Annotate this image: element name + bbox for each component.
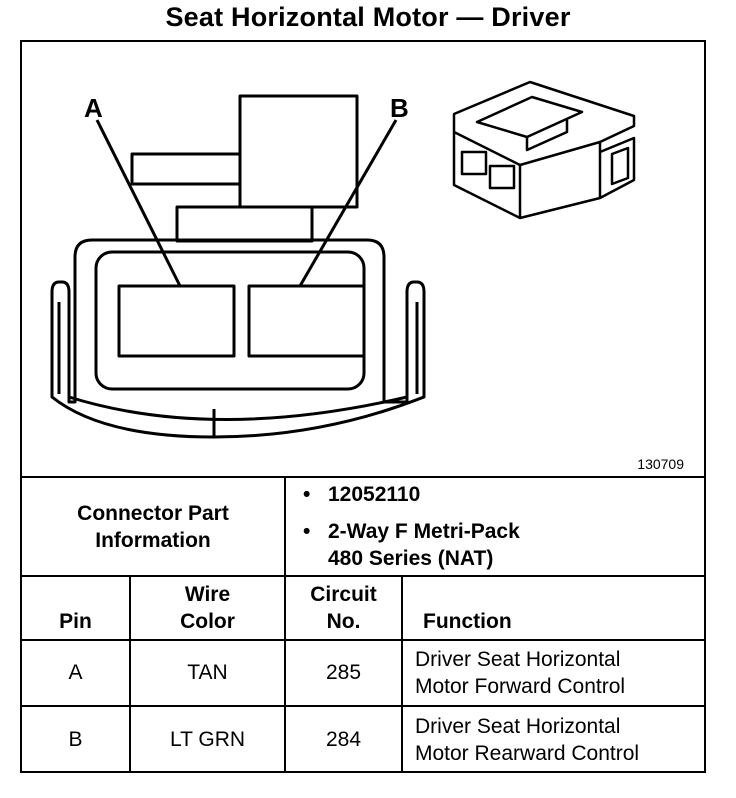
row-a-function: Driver Seat Horizontal Motor Forward Con… <box>401 639 704 707</box>
table-row: B LT GRN 284 Driver Seat Horizontal Moto… <box>22 705 704 772</box>
connector-frame: A B 130709 Connector Part Information •1… <box>20 40 706 773</box>
connector-info-table: Connector Part Information •12052110 •2-… <box>22 476 704 772</box>
figure-number: 130709 <box>637 456 684 472</box>
connector-face <box>94 250 366 391</box>
label-a: A <box>84 93 103 123</box>
leader-line-b <box>298 119 398 287</box>
table-row: A TAN 285 Driver Seat Horizontal Motor F… <box>22 639 704 707</box>
row-b-function-line2: Motor Rearward Control <box>415 741 640 765</box>
row-a-circuit: 285 <box>284 639 403 707</box>
label-b: B <box>390 93 409 123</box>
row-a-wire-color: TAN <box>129 639 286 707</box>
diagram-title: Seat Horizontal Motor — Driver <box>165 2 571 32</box>
header-circuit-no: Circuit No. <box>284 575 403 641</box>
lock-tab <box>130 94 359 209</box>
connector-isometric-view <box>452 80 636 220</box>
row-b-function-line1: Driver Seat Horizontal <box>415 714 621 738</box>
connector-illustration: A B <box>50 80 636 439</box>
connector-drawing: A B 130709 <box>22 42 704 476</box>
connector-part-label-text: Connector Part Information <box>77 501 229 552</box>
connector-type-line1: 2-Way F Metri-Pack <box>328 520 520 543</box>
row-a-function-line2: Motor Forward Control <box>415 675 626 698</box>
leader-line-a <box>95 119 182 287</box>
row-b-wire-color: LT GRN <box>129 705 286 772</box>
row-b-function: Driver Seat Horizontal Motor Rearward Co… <box>401 705 704 772</box>
connector-part-row: Connector Part Information •12052110 •2-… <box>22 476 704 577</box>
connector-neck <box>175 205 314 243</box>
row-b-circuit: 284 <box>284 705 403 772</box>
header-wire-color: Wire Color <box>129 575 286 641</box>
row-a-function-line1: Driver Seat Horizontal <box>415 648 621 671</box>
header-function: Function <box>401 575 704 641</box>
connector-part-label: Connector Part Information <box>22 476 286 577</box>
row-b-pin: B <box>22 705 131 772</box>
connector-part-values: •12052110 •2-Way F Metri-Pack 480 Series… <box>284 476 704 577</box>
row-a-pin: A <box>22 639 131 707</box>
cavity-b <box>247 284 366 358</box>
part-number: 12052110 <box>328 483 421 506</box>
header-wire-color-text: Wire Color <box>180 583 235 633</box>
cavity-a <box>117 284 236 358</box>
header-pin: Pin <box>22 575 131 641</box>
table-header-row: Pin Wire Color Circuit No. Function <box>22 575 704 641</box>
header-circuit-no-text: Circuit No. <box>310 583 377 633</box>
connector-type-line2: 480 Series (NAT) <box>328 547 494 570</box>
